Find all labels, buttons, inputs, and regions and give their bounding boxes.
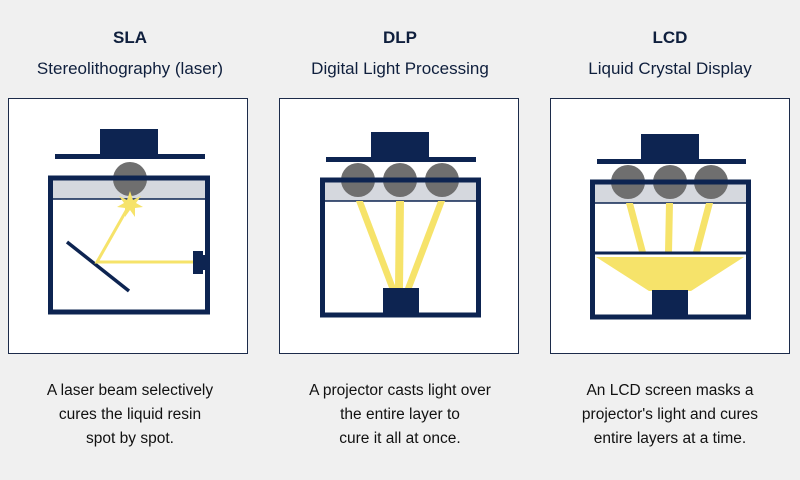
light-ray xyxy=(665,203,673,252)
light-ray xyxy=(395,201,404,288)
lcd-diagram xyxy=(590,134,751,320)
panel-title: SLA xyxy=(113,28,147,47)
light-ray xyxy=(405,201,445,288)
caption-line: projector's light and cures xyxy=(581,406,759,423)
caption-line: An LCD screen masks a xyxy=(586,382,754,399)
light-ray xyxy=(693,203,713,252)
projector xyxy=(383,288,419,315)
sla-diagram xyxy=(48,129,210,315)
build-platform-head xyxy=(100,129,158,155)
panel-caption: An LCD screen masks a projector's light … xyxy=(540,379,800,451)
laser-source-back xyxy=(202,255,208,270)
light-fan xyxy=(596,257,744,291)
light-source xyxy=(652,290,688,317)
caption-line: entire layers at a time. xyxy=(593,430,747,447)
panel-title: LCD xyxy=(652,28,688,47)
resin-vat xyxy=(48,175,210,315)
light-ray xyxy=(626,203,646,252)
build-platform-head xyxy=(371,132,429,158)
caption-line: cure it all at once. xyxy=(339,430,461,447)
laser-beam xyxy=(94,203,194,264)
caption-line: the entire layer to xyxy=(340,406,460,423)
panel-title: DLP xyxy=(383,28,417,47)
build-platform-head xyxy=(641,134,699,160)
build-platform-arm xyxy=(326,157,476,162)
light-ray xyxy=(356,201,396,288)
build-platform-arm xyxy=(597,159,746,164)
panel-caption: A projector casts light over the entire … xyxy=(270,379,530,451)
galvo-mirror xyxy=(65,240,131,293)
panel-subtitle: Stereolithography (laser) xyxy=(36,59,224,78)
laser-spark-icon xyxy=(117,191,143,217)
caption-line: cures the liquid resin xyxy=(58,406,202,423)
dlp-diagram-frame xyxy=(279,98,519,354)
build-platform-arm xyxy=(55,154,205,159)
panel-subtitle: Liquid Crystal Display xyxy=(588,59,752,78)
caption-line: spot by spot. xyxy=(86,430,174,447)
caption-line: A projector casts light over xyxy=(309,382,491,399)
lcd-diagram-frame xyxy=(550,98,790,354)
caption-line: A laser beam selectively xyxy=(46,382,214,399)
dlp-diagram xyxy=(320,132,481,318)
sla-diagram-frame xyxy=(8,98,248,354)
laser-source xyxy=(193,251,203,274)
panel-subtitle: Digital Light Processing xyxy=(311,59,489,78)
panel-caption: A laser beam selectively cures the liqui… xyxy=(0,379,260,451)
